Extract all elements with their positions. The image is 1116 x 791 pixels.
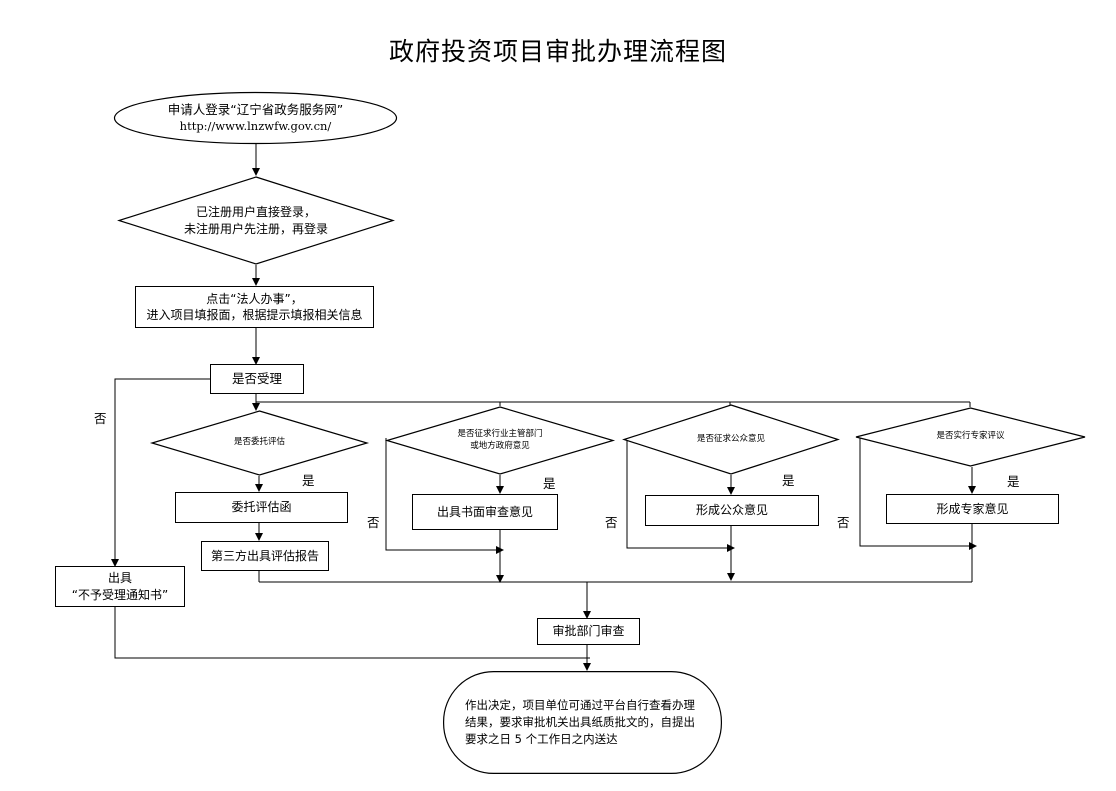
no-label-expert: 否 — [837, 515, 850, 530]
industry-label-1: 是否征求行业主管部门 — [457, 429, 543, 440]
start-url: http://www.lnzwfw.gov.cn/ — [179, 118, 332, 133]
entrust-letter-label: 委托评估函 — [231, 500, 292, 515]
expert-decision: 是否实行专家评议 — [855, 407, 1086, 467]
reject-box: 出具 “不予受理通知书” — [55, 566, 185, 607]
yes-label-industry: 是 — [543, 476, 556, 491]
review-label: 审批部门审查 — [552, 624, 625, 639]
industry-decision: 是否征求行业主管部门 或地方政府意见 — [384, 406, 616, 475]
edge-public-no — [626, 438, 735, 552]
third-party-box: 第三方出具评估报告 — [201, 541, 329, 571]
written-opinion-label: 出具书面审查意见 — [436, 504, 533, 519]
fill-label-2: 进入项目填报面，根据提示填报相关信息 — [146, 308, 363, 322]
yes-label-expert: 是 — [1007, 474, 1020, 489]
edge-expert-no — [859, 437, 977, 550]
public-opinion-box: 形成公众意见 — [645, 495, 819, 526]
page-title: 政府投资项目审批办理流程图 — [388, 37, 727, 66]
review-box: 审批部门审查 — [537, 618, 640, 645]
end-node: 作出决定，项目单位可通过平台自行查看办理 结果，要求审批机关出具纸质批文的，自提… — [443, 671, 722, 775]
end-label-1: 作出决定，项目单位可通过平台自行查看办理 — [465, 698, 695, 713]
public-decision: 是否征求公众意见 — [622, 404, 840, 475]
accept-box: 是否受理 — [210, 364, 304, 394]
edge-industry-no — [385, 438, 504, 554]
no-label-reject: 否 — [94, 411, 107, 426]
fill-info-box: 点击“法人办事”， 进入项目填报面，根据提示填报相关信息 — [135, 286, 374, 328]
yes-label-entrust: 是 — [302, 473, 315, 488]
written-opinion-box: 出具书面审查意见 — [412, 494, 558, 530]
edge-reject-end — [114, 607, 590, 659]
third-party-label: 第三方出具评估报告 — [210, 548, 319, 563]
end-label-3: 要求之日 5 个工作日之内送达 — [465, 731, 618, 746]
start-node: 申请人登录“辽宁省政务服务网” http://www.lnzwfw.gov.cn… — [113, 91, 398, 145]
entrust-letter-box: 委托评估函 — [175, 492, 348, 523]
yes-label-public: 是 — [782, 473, 795, 488]
no-label-industry: 否 — [367, 515, 380, 530]
start-label: 申请人登录“辽宁省政务服务网” — [167, 101, 344, 117]
accept-label: 是否受理 — [231, 370, 282, 386]
reject-label-2: “不予受理通知书” — [71, 587, 169, 602]
expert-label: 是否实行专家评议 — [936, 431, 1005, 442]
login-label-2: 未注册用户先注册，再登录 — [183, 221, 328, 236]
login-label-1: 已注册用户直接登录， — [195, 205, 316, 220]
fill-label-1: 点击“法人办事”， — [206, 291, 303, 306]
edge-accept-reject — [111, 378, 210, 567]
public-label: 是否征求公众意见 — [696, 433, 765, 444]
entrust-label: 是否委托评估 — [233, 437, 285, 448]
expert-opinion-label: 形成专家意见 — [936, 501, 1009, 516]
reject-label-1: 出具 — [107, 571, 132, 586]
login-decision: 已注册用户直接登录， 未注册用户先注册，再登录 — [117, 176, 395, 265]
end-label-2: 结果，要求审批机关出具纸质批文的，自提出 — [465, 715, 695, 730]
public-opinion-label: 形成公众意见 — [695, 503, 768, 518]
expert-opinion-box: 形成专家意见 — [886, 494, 1059, 524]
no-label-public: 否 — [605, 515, 618, 530]
industry-label-2: 或地方政府意见 — [470, 440, 530, 451]
entrust-decision: 是否委托评估 — [149, 410, 370, 476]
